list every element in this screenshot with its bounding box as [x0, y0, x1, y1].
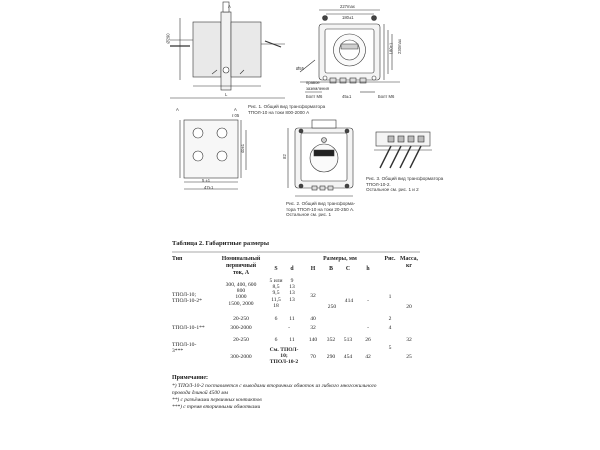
row3b-B: 290 — [326, 354, 336, 360]
row1-mass: 20 — [406, 304, 412, 310]
dim-label: A — [228, 4, 231, 9]
row3a-s: 6 — [274, 337, 278, 343]
header-C: C — [345, 266, 351, 272]
fig2-view — [287, 119, 354, 197]
row3b-mass: 25 — [406, 354, 412, 360]
notes-title: Примечание: — [172, 375, 209, 381]
dim-label: 227max — [340, 4, 355, 9]
dim-label: 45±1 — [342, 94, 352, 99]
row3b-current: 300-2000 — [230, 354, 252, 360]
row2-h: - — [367, 325, 369, 331]
row1b-d: 11 — [289, 316, 295, 322]
header-mass: Масса, кг — [400, 256, 418, 269]
row2-type: ТПОЛ-10-1** — [172, 325, 205, 331]
notes-list: *) ТПОЛ-10-2 поставляется с выводами вто… — [172, 383, 376, 411]
header-type: Тип — [172, 256, 183, 262]
fig2-caption: Рис. 2. Общий вид трансформа- тора ТПОЛ-… — [286, 201, 356, 218]
dim-label: Болт М6 — [306, 94, 323, 99]
row3a-d: 11 — [289, 337, 295, 343]
fig1-caption: Рис. 1. Общий вид трансформатора ТПОЛ-10… — [248, 104, 326, 115]
note-line: *) ТПОЛ-10-2 поставляется с выводами вто… — [172, 383, 377, 389]
row2-current: 300-2000 — [230, 325, 252, 331]
row1-type: ТПОЛ-10; ТПОЛ-10-2* — [172, 292, 202, 305]
row1b-H: 40 — [310, 316, 316, 322]
fig3-view — [374, 131, 432, 169]
holes-view — [179, 119, 247, 190]
dim-label: Ø290 — [165, 33, 171, 44]
row1-C: 414 — [344, 298, 354, 304]
row3a-H: 140 — [308, 337, 318, 343]
dim-label: 230max — [396, 39, 402, 54]
row3b-h: 42 — [365, 354, 371, 360]
dim-label: 40±1 — [240, 143, 246, 154]
header-dims: Размеры, мм — [323, 256, 357, 262]
row3b-C: 454 — [343, 354, 353, 360]
dim-label: 82 — [281, 154, 287, 159]
row1b-s: 6 — [274, 316, 278, 322]
row2-fig: 4 — [388, 325, 392, 331]
row3a-mass: 32 — [406, 337, 412, 343]
row2-H: 32 — [310, 325, 316, 331]
row1b-current: 20-250 — [233, 316, 249, 322]
row3b-s: См. ТПОЛ- 10; ТПОЛ-10-2 — [269, 347, 299, 366]
row1b-fig: 2 — [388, 316, 392, 322]
dim-label: заземления — [306, 86, 329, 91]
row1-current: 300, 400, 600 800 1000 1500, 2000 — [225, 282, 257, 307]
row1-d: 9 13 13 13 — [289, 278, 295, 303]
header-h: h — [366, 266, 370, 272]
row3a-B: 352 — [326, 337, 336, 343]
fig1-front-view — [299, 9, 400, 93]
header-H: H — [310, 266, 316, 272]
fig1-side-view — [170, 1, 285, 99]
dim-label: 47±1 — [204, 185, 214, 190]
row3a-current: 20-250 — [233, 337, 249, 343]
row3a-C: 513 — [343, 337, 353, 343]
header-B: B — [329, 266, 333, 272]
header-fig: Рис. — [384, 256, 396, 262]
table-title: Таблица 2. Габаритные размеры — [172, 240, 269, 247]
row1-fig: 1 — [388, 294, 392, 300]
fig3-caption: Рис. 3. Общий вид трансформатора ТПОЛ-10… — [366, 176, 444, 193]
dim-label: 180±1 — [388, 42, 394, 55]
row2-s: - — [288, 325, 290, 331]
row3b-fig: 5 — [388, 345, 392, 351]
row1-B: 250 — [327, 304, 337, 310]
row3b-H: 70 — [310, 354, 316, 360]
header-d: d — [290, 266, 294, 272]
dim-label: Ø55 — [296, 66, 304, 71]
dim-label: ℓ 05 — [232, 113, 240, 118]
note-line: ***) с тремя вторичными обмотками — [172, 404, 261, 410]
dim-label: 5 ±1 — [202, 178, 211, 183]
dim-label: правое — [306, 80, 320, 85]
row1-H: 32 — [310, 293, 316, 299]
row1-s: 5 или 8,5 9,5 11,5 18 — [269, 278, 283, 309]
header-s: S — [274, 266, 278, 272]
note-line: провода длиной 4500 мм — [172, 390, 228, 396]
dim-label: Болт М6 — [378, 94, 395, 99]
note-line: **) с разъёмами первичных контактов — [172, 397, 262, 403]
row3b-type: ТПОЛ-10- 3*** — [172, 342, 197, 355]
header-current: Номинальный первичный ток, А — [221, 256, 261, 276]
dim-label: 180±1 — [342, 15, 354, 20]
dim-label: A — [176, 107, 179, 112]
row3a-h: 26 — [365, 337, 371, 343]
dim-label: A — [234, 107, 237, 112]
dim-label: L — [225, 92, 228, 97]
row1-h: - — [367, 298, 369, 304]
